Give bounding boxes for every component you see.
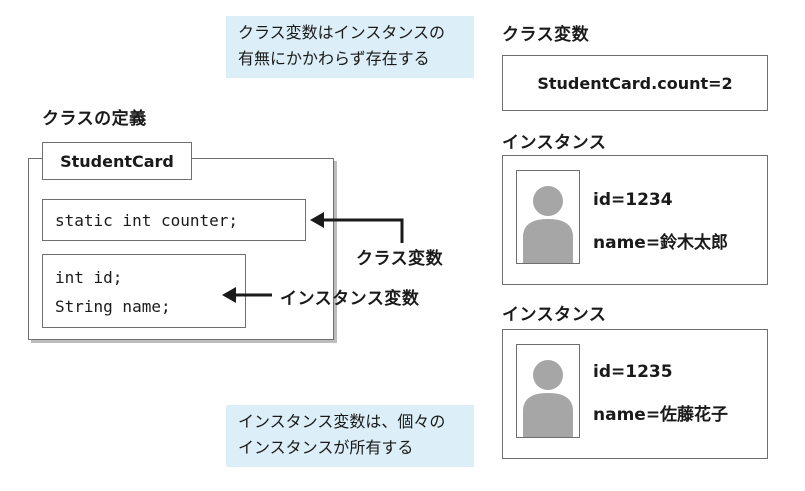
note-line-2: インスタンスが所有する xyxy=(238,438,414,457)
class-variable-arrow-label: クラス変数 xyxy=(356,249,444,269)
note-line-2: 有無にかかわらず存在する xyxy=(238,49,430,68)
static-field-code: static int counter; xyxy=(55,210,239,230)
person-icon xyxy=(523,360,573,437)
class-variable-heading: クラス変数 xyxy=(502,25,590,45)
class-variable-value: StudentCard.count=2 xyxy=(537,73,733,93)
person-icon xyxy=(523,186,573,263)
static-field-block: static int counter; xyxy=(42,199,306,241)
instance-variable-note: インスタンス変数は、個々の インスタンスが所有する xyxy=(226,405,474,467)
class-variable-value-box: StudentCard.count=2 xyxy=(502,55,768,111)
instance-variable-arrow-label: インスタンス変数 xyxy=(280,289,420,309)
instance-1-card: id=1234 name=鈴木太郎 xyxy=(502,155,768,285)
instance-2-photo xyxy=(516,344,580,438)
instance-2-heading: インスタンス xyxy=(502,305,607,325)
instance-field-block: int id; String name; xyxy=(42,254,246,328)
class-name: StudentCard xyxy=(60,151,174,171)
instance-1-heading: インスタンス xyxy=(502,133,607,153)
instance-1-name: name=鈴木太郎 xyxy=(593,233,729,253)
instance-2-name: name=佐藤花子 xyxy=(593,405,729,425)
class-variable-arrow-line xyxy=(322,218,404,243)
note-line-1: インスタンス変数は、個々の xyxy=(238,412,446,431)
instance-2-card: id=1235 name=佐藤花子 xyxy=(502,329,768,459)
note-line-1: クラス変数はインスタンスの xyxy=(238,23,446,42)
instance-field-id-code: int id; xyxy=(55,268,123,287)
class-definition-heading: クラスの定義 xyxy=(42,109,147,129)
class-name-tab: StudentCard xyxy=(42,142,192,180)
class-variable-note: クラス変数はインスタンスの 有無にかかわらず存在する xyxy=(226,16,474,78)
instance-field-name-code: String name; xyxy=(55,297,171,316)
instance-1-id: id=1234 xyxy=(593,190,673,210)
instance-1-photo xyxy=(516,170,580,264)
instance-2-id: id=1235 xyxy=(593,362,673,382)
